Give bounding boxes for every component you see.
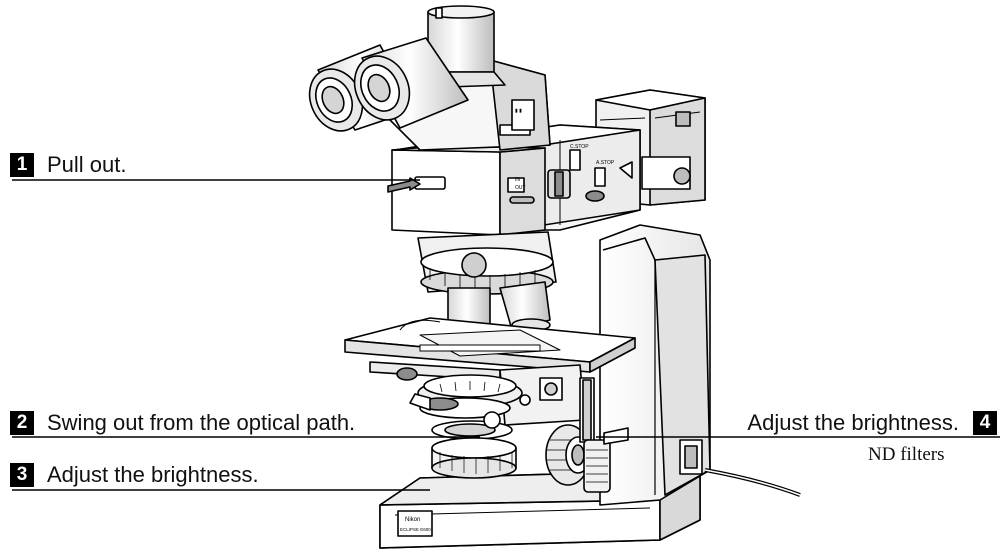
svg-text:▮ ▮: ▮ ▮ bbox=[515, 108, 522, 114]
intermediate-tube: IN OUT bbox=[387, 145, 546, 236]
step-3-label: Adjust the brightness. bbox=[47, 462, 259, 487]
callout-4: Adjust the brightness. 4 bbox=[747, 410, 997, 436]
step-2-label: Swing out from the optical path. bbox=[47, 410, 356, 435]
callout-1: 1 Pull out. bbox=[10, 152, 127, 178]
eyepiece-right bbox=[353, 37, 469, 129]
brand-plate: Nikon ECLIPSE E600 bbox=[397, 510, 433, 537]
brightness-dial bbox=[583, 427, 629, 493]
power-cable bbox=[704, 468, 801, 497]
step-1-label: Pull out. bbox=[47, 152, 127, 177]
svg-text:OUT: OUT bbox=[515, 185, 526, 191]
svg-text:A.STOP: A.STOP bbox=[596, 160, 615, 166]
svg-text:ECLIPSE E600: ECLIPSE E600 bbox=[400, 527, 431, 532]
leader-lines bbox=[12, 179, 1000, 491]
field-diaphragm-ring bbox=[431, 437, 517, 479]
microscope-arm bbox=[599, 224, 711, 506]
svg-text:C.STOP: C.STOP bbox=[570, 144, 589, 150]
swing-out-lens bbox=[431, 411, 513, 440]
callout-3: 3 Adjust the brightness. bbox=[10, 462, 259, 488]
svg-text:IN: IN bbox=[515, 177, 520, 183]
step-number-1: 1 bbox=[10, 153, 34, 177]
step-4-label: Adjust the brightness. bbox=[747, 410, 959, 435]
nd-filters-label: ND filters bbox=[868, 444, 945, 465]
svg-text:Nikon: Nikon bbox=[405, 517, 420, 523]
step-number-3: 3 bbox=[10, 463, 34, 487]
condenser bbox=[409, 374, 523, 419]
callout-2: 2 Swing out from the optical path. bbox=[10, 410, 355, 436]
specimen-stage bbox=[344, 317, 636, 381]
step-number-4: 4 bbox=[973, 411, 997, 435]
step-number-2: 2 bbox=[10, 411, 34, 435]
